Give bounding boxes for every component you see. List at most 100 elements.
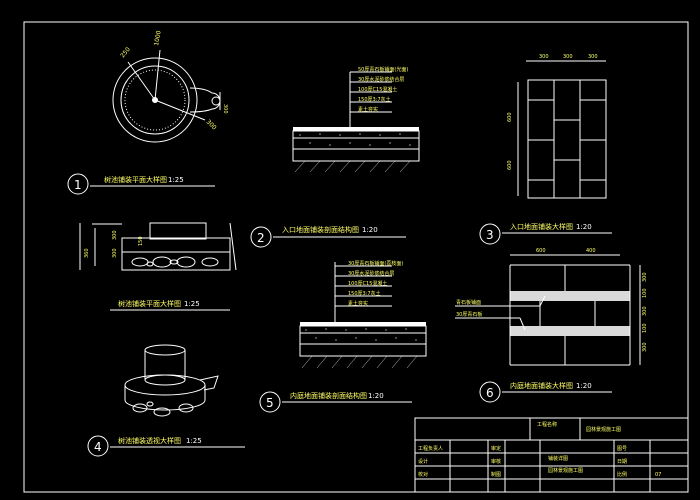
persp-top-ellipse [144, 344, 186, 356]
tb-project: 园林景观施工图 [586, 426, 621, 433]
detail-1-number: 1 [74, 178, 82, 192]
detail-5-number-circle [259, 391, 281, 413]
dim-6-side-1: 300 [642, 272, 648, 282]
detail-3-title: 入口地面铺装大样图 [510, 222, 573, 231]
dim-6-side-4: 100 [642, 323, 648, 333]
tb-c2: 审核 [491, 458, 501, 465]
section2-paving [293, 127, 419, 131]
persp-spout [199, 375, 219, 391]
section2-dots [299, 133, 411, 146]
dim-6-top-2: 400 [586, 248, 596, 254]
tb-drawing-name: 铺装详图 [548, 455, 568, 462]
detail-5-title: 内庭地面铺装剖面结构图 [290, 391, 367, 400]
radius-line-3 [154, 99, 206, 121]
tb-r3: 校对 [418, 471, 428, 478]
detail-1-scale: 1:25 [168, 176, 184, 184]
dim-1-d1: 250 [119, 46, 132, 59]
persp-base-wall [124, 385, 206, 411]
detail-1-title: 树池铺装平面大样图 [104, 175, 167, 184]
detail-5-scale: 1:20 [368, 392, 384, 400]
layer2-label-5: 素土夯实 [358, 106, 378, 113]
detail-2-number: 2 [257, 231, 265, 245]
section2-lime [292, 148, 420, 162]
dim-3-top-3: 300 [588, 54, 598, 60]
dim-3-top-2: 300 [563, 54, 573, 60]
paving3-outline [527, 79, 607, 199]
tb-r2: 设计 [418, 458, 428, 465]
detail-3-scale: 1:20 [576, 223, 592, 231]
section5-soil-hatch [301, 355, 418, 369]
elev-pit-top [149, 222, 207, 240]
layers-2-labels: 50厚青石板铺面(光面) 30厚水泥砂浆结合层 100厚C15混凝土 150厚3… [350, 66, 408, 113]
paving3-joints [528, 80, 606, 198]
tree-pit-gravel [124, 69, 186, 131]
detail-2-entrance-section: 50厚青石板铺面(光面) 30厚水泥砂浆结合层 100厚C15混凝土 150厚3… [250, 66, 420, 248]
leader-6b-tip [519, 317, 526, 331]
elev-dim-h1: 300 [112, 230, 118, 240]
dim-1-side-text: 300 [222, 104, 228, 114]
layer5-label-3: 100厚C15混凝土 [348, 280, 387, 287]
section5-mortar [299, 325, 427, 334]
tb-sheet: 07 [655, 472, 661, 478]
detail-2-scale: 1:20 [362, 226, 378, 234]
dim-6-side-5: 300 [642, 342, 648, 352]
elev-ground [121, 251, 231, 271]
detail-6-title: 内庭地面铺装大样图 [510, 381, 573, 390]
tree-center [152, 97, 158, 103]
dim-6-top-1: 600 [536, 248, 546, 254]
section5-concrete [299, 332, 427, 345]
paving6-band-2 [510, 326, 630, 336]
dim-3-side-2: 600 [507, 160, 513, 170]
section5-paving [300, 322, 426, 326]
layer2-label-4: 150厚3:7灰土 [358, 96, 391, 103]
tb-d2: 日期 [617, 459, 627, 465]
layers-5-labels: 30厚青石板铺面(荔枝面) 30厚水泥砂浆结合层 100厚C15混凝土 150厚… [335, 260, 403, 307]
tb-d1: 图号 [617, 446, 627, 452]
dim-1-d3: 300 [205, 118, 218, 131]
layer5-label-2: 30厚水泥砂浆结合层 [348, 270, 394, 277]
leader-6a-tip [539, 295, 546, 307]
title-block-frame [414, 417, 689, 493]
tb-company: 工程名称 [537, 421, 557, 428]
layer2-label-2: 30厚水泥砂浆结合层 [358, 76, 404, 83]
section5-dots [305, 328, 417, 341]
layer2-label-1: 50厚青石板铺面(光面) [358, 66, 408, 73]
elevation-title: 树池铺装平面大样图 [118, 299, 181, 308]
title-block: 工程名称 园林景观施工图 工程负责人 设计 校对 审定 审核 制图 铺装详图 园… [414, 417, 689, 493]
layer5-label-5: 素土夯实 [348, 300, 368, 307]
tb-r1: 工程负责人 [418, 445, 443, 452]
label6-2: 30厚青石板 [456, 311, 482, 318]
detail-3-entrance-paving-plan: 300 300 300 600 600 3 入口地面铺装大样图 1:20 [479, 54, 612, 245]
section2-concrete [292, 137, 420, 150]
tree-pit-outer-ring [112, 57, 198, 143]
elev-dim-h2: 300 [112, 248, 118, 258]
detail-4-tree-pit-perspective: 4 树池铺装透视大样图 1:25 [87, 344, 245, 457]
detail-4-title: 树池铺装透视大样图 [118, 436, 181, 445]
detail-3-number-circle [479, 223, 501, 245]
dim-6-side-2: 100 [642, 288, 648, 298]
detail-1-tree-pit-plan: 250 1000 300 300 1 树池铺装平面大样图 1:25 [67, 30, 228, 195]
elevation-scale: 1:25 [184, 300, 200, 308]
tree-pit-inner-ring [120, 65, 190, 135]
paving6-band-1 [510, 291, 630, 301]
layer2-label-3: 100厚C15混凝土 [358, 86, 397, 93]
tb-c1: 审定 [491, 445, 501, 452]
detail-2-number-circle [250, 226, 272, 248]
detail-4-number: 4 [94, 440, 102, 454]
tree-pit-drain [211, 96, 221, 106]
elev-dim-w1: 150 [138, 236, 144, 246]
elev-root-hatch [131, 256, 219, 268]
radius-line-2 [154, 49, 161, 101]
dim-6-side-3: 300 [642, 306, 648, 316]
detail-4-scale: 1:25 [186, 437, 202, 445]
detail-tree-pit-elevation: 360 300 300 150 树池铺装平面大样图 1:25 [79, 222, 237, 311]
tb-project-2: 园林景观施工图 [548, 467, 583, 474]
persp-roots [132, 401, 194, 417]
detail-6-number-circle [479, 381, 501, 403]
drawing-frame [23, 21, 689, 493]
detail-5-number: 5 [266, 396, 274, 410]
detail-1-number-circle [67, 173, 89, 195]
tb-c3: 制图 [491, 471, 501, 478]
detail-4-number-circle [87, 435, 109, 457]
